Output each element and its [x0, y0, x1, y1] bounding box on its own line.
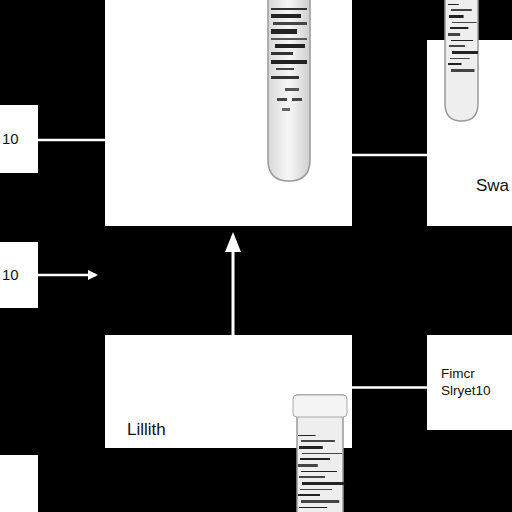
node-label: Fimcr Slryet10	[441, 366, 510, 400]
top-box	[105, 0, 352, 226]
connector	[352, 386, 427, 389]
test-tube	[268, 0, 310, 181]
test-tube	[293, 395, 347, 512]
arrow	[38, 274, 96, 277]
node-label: 10	[2, 130, 19, 149]
wire	[38, 139, 105, 142]
arrow-head	[225, 232, 241, 252]
node-label: Lillith	[127, 419, 166, 440]
input-box: 10	[0, 105, 38, 173]
test-tube	[443, 0, 480, 122]
wire	[352, 154, 427, 157]
node-label: Swa	[476, 175, 509, 196]
output-box: Swa	[427, 40, 512, 226]
process-box: Lillith	[105, 335, 352, 448]
label-box: Fimcr Slryet10	[427, 335, 512, 430]
node-label: 10	[2, 266, 19, 285]
corner-box	[0, 455, 38, 512]
input-box: 10	[0, 242, 38, 308]
